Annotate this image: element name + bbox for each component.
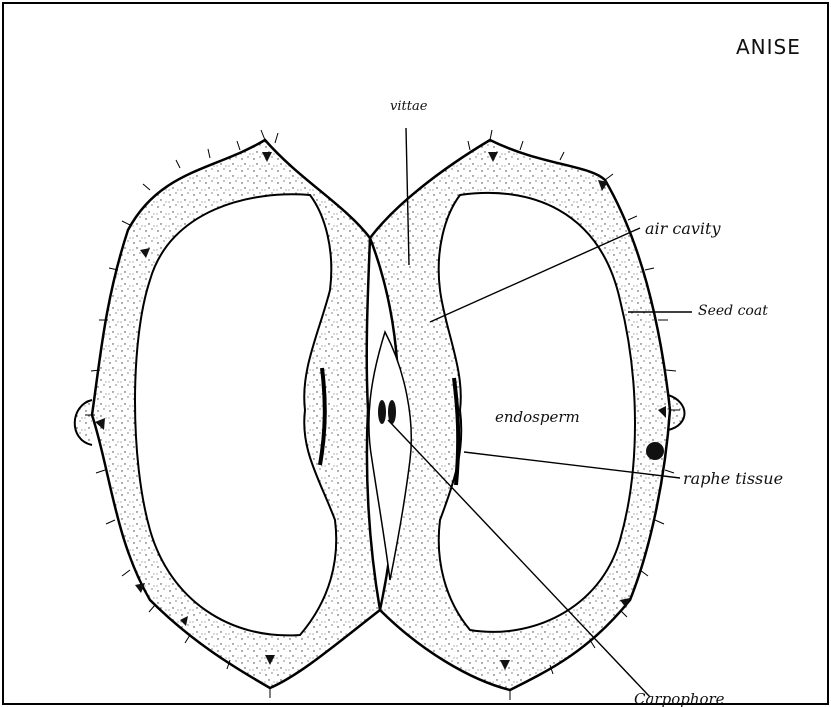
label-air-cavity: air cavity xyxy=(645,219,721,238)
label-vittae: vittae xyxy=(390,99,428,114)
diagram-title: ANISE xyxy=(736,35,801,59)
label-raphe-tissue: raphe tissue xyxy=(683,469,783,488)
raphe-dot xyxy=(646,442,664,460)
label-seed-coat: Seed coat xyxy=(698,303,768,319)
right-ridge-bump xyxy=(668,395,685,430)
label-endosperm: endosperm xyxy=(495,408,580,426)
label-carpophore: Carpophore xyxy=(634,690,725,707)
left-ridge-bump xyxy=(75,400,92,445)
